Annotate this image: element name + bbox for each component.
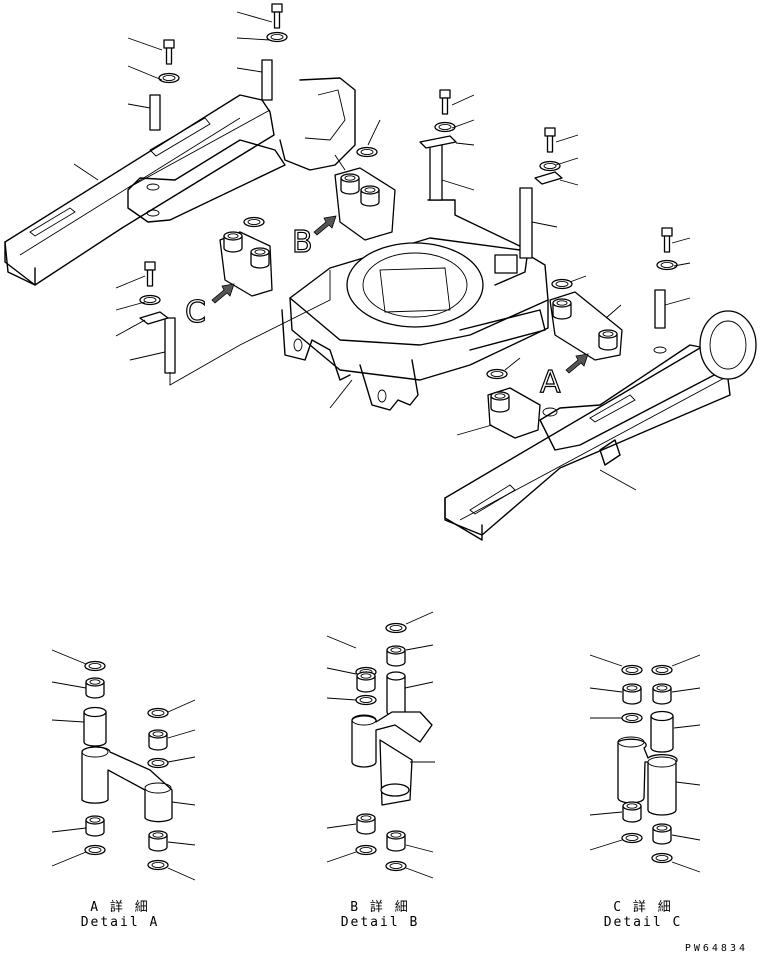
detail-b-subtitle: Detail B [340,915,420,930]
detail-b-caption: B 詳 細 Detail B [340,896,420,930]
detail-c [589,654,701,873]
exploded-parts [139,3,678,439]
right-track-frame [444,310,757,541]
view-letter-b: B [292,225,313,260]
drawing-code: PW64834 [684,943,748,954]
detail-b [326,611,435,879]
center-frame [281,199,549,411]
detail-a-caption: A 詳 細 Detail A [80,896,160,930]
detail-c-subtitle: Detail C [603,915,683,930]
detail-c-title: C 詳 細 [613,900,673,915]
detail-c-caption: C 詳 細 Detail C [603,896,683,930]
view-letter-c: C [185,295,206,330]
detail-b-title: B 詳 細 [350,900,410,915]
detail-a-title: A 詳 細 [90,900,150,915]
left-track-frame [4,77,356,286]
detail-a-subtitle: Detail A [80,915,160,930]
view-letter-a: A [540,365,561,400]
detail-a [51,649,196,881]
leader-lines-upper [73,11,691,491]
